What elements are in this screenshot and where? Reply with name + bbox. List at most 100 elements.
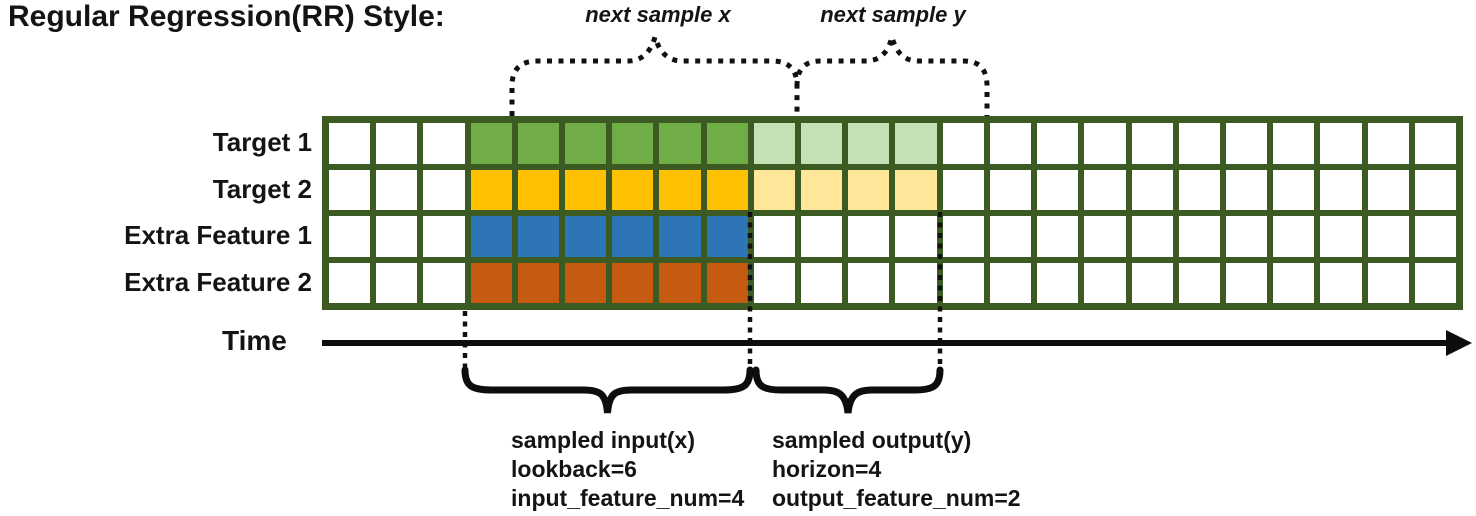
grid-cell: [329, 169, 371, 210]
sampled-input-annotation: sampled input(x) lookback=6 input_featur…: [511, 426, 744, 513]
next-sample-x-label: next sample x: [585, 2, 731, 27]
input-feature-num: input_feature_num=4: [511, 485, 745, 511]
grid-cell: [801, 216, 843, 257]
grid-cell: [1225, 123, 1268, 164]
sampled-input-title: sampled input(x): [511, 427, 696, 453]
grid-cell: [612, 123, 654, 164]
grid-cell: [1367, 262, 1409, 303]
grid-cell: [565, 262, 607, 303]
grid-cell: [895, 169, 937, 210]
next-sample-y-brace: [794, 36, 990, 116]
grid-cell: [1037, 216, 1079, 257]
grid-cell: [1131, 123, 1173, 164]
diagram-title: Regular Regression(RR) Style:: [8, 0, 445, 33]
grid-cell: [517, 216, 560, 257]
grid-cell: [1178, 169, 1220, 210]
grid-cell: [470, 216, 512, 257]
grid-cell: [801, 169, 843, 210]
horizon-value: horizon=4: [772, 456, 882, 482]
grid-cell: [1273, 169, 1315, 210]
grid-cell: [1084, 262, 1126, 303]
grid-cell: [659, 262, 701, 303]
grid-cell: [659, 123, 701, 164]
grid-cell: [1367, 216, 1409, 257]
row-label-target-2: Target 2: [212, 174, 312, 204]
grid-cell: [942, 169, 984, 210]
grid-cell: [612, 169, 654, 210]
time-axis-label: Time: [222, 325, 287, 356]
sample-grid: [322, 116, 1463, 310]
grid-cell: [1367, 169, 1409, 210]
lookback-value: lookback=6: [511, 456, 637, 482]
grid-cell: [942, 123, 984, 164]
grid-cell: [801, 262, 843, 303]
grid-cell: [659, 169, 701, 210]
grid-cell: [753, 123, 796, 164]
grid-cell: [848, 262, 890, 303]
grid-cell: [1084, 123, 1126, 164]
grid-cell: [895, 216, 937, 257]
grid-cell: [1084, 169, 1126, 210]
grid-cell: [376, 123, 418, 164]
grid-cell: [706, 169, 748, 210]
grid-cell: [423, 262, 465, 303]
grid-cell: [1320, 123, 1362, 164]
grid-cell: [565, 169, 607, 210]
grid-cell: [423, 169, 465, 210]
grid-cell: [1131, 169, 1173, 210]
grid-cell: [565, 123, 607, 164]
grid-cell: [895, 123, 937, 164]
next-sample-x-brace: [509, 28, 800, 116]
grid-cell: [1414, 262, 1456, 303]
grid-cell: [1414, 216, 1456, 257]
grid-cell: [848, 169, 890, 210]
grid-cell: [989, 216, 1032, 257]
grid-cell: [706, 216, 748, 257]
grid-cell: [753, 262, 796, 303]
grid-cell: [470, 262, 512, 303]
grid-cell: [801, 123, 843, 164]
row-label-target-1: Target 1: [212, 127, 312, 157]
grid-cell: [1320, 169, 1362, 210]
grid-cell: [895, 262, 937, 303]
grid-cell: [329, 216, 371, 257]
grid-cell: [1273, 123, 1315, 164]
grid-cell: [470, 123, 512, 164]
grid-cell: [1273, 262, 1315, 303]
grid-cell: [1273, 216, 1315, 257]
grid-cell: [1225, 262, 1268, 303]
grid-cell: [470, 169, 512, 210]
sampled-output-underbrace: [752, 366, 944, 414]
grid-cell: [753, 169, 796, 210]
sampled-output-annotation: sampled output(y) horizon=4 output_featu…: [772, 426, 1021, 513]
grid-cell: [1131, 216, 1173, 257]
grid-cell: [376, 216, 418, 257]
grid-cell: [1178, 216, 1220, 257]
row-label-extra-feature-1: Extra Feature 1: [124, 220, 312, 250]
output-feature-num: output_feature_num=2: [772, 485, 1021, 511]
grid-cell: [753, 216, 796, 257]
grid-cell: [1414, 123, 1456, 164]
grid-cell: [423, 123, 465, 164]
grid-cell: [517, 123, 560, 164]
grid-cell: [329, 123, 371, 164]
grid-cell: [706, 123, 748, 164]
grid-cell: [1178, 123, 1220, 164]
next-sample-y-label: next sample y: [820, 2, 966, 27]
grid-cell: [848, 123, 890, 164]
grid-cell: [612, 262, 654, 303]
grid-cell: [1178, 262, 1220, 303]
grid-cell: [942, 262, 984, 303]
grid-cell: [1320, 216, 1362, 257]
grid-cell: [329, 262, 371, 303]
grid-cell: [942, 216, 984, 257]
grid-cell: [1131, 262, 1173, 303]
grid-cell: [1414, 169, 1456, 210]
grid-cell: [423, 216, 465, 257]
grid-cell: [612, 216, 654, 257]
grid-cell: [659, 216, 701, 257]
grid-cell: [517, 169, 560, 210]
sampled-input-underbrace: [461, 366, 754, 414]
grid-cell: [1320, 262, 1362, 303]
